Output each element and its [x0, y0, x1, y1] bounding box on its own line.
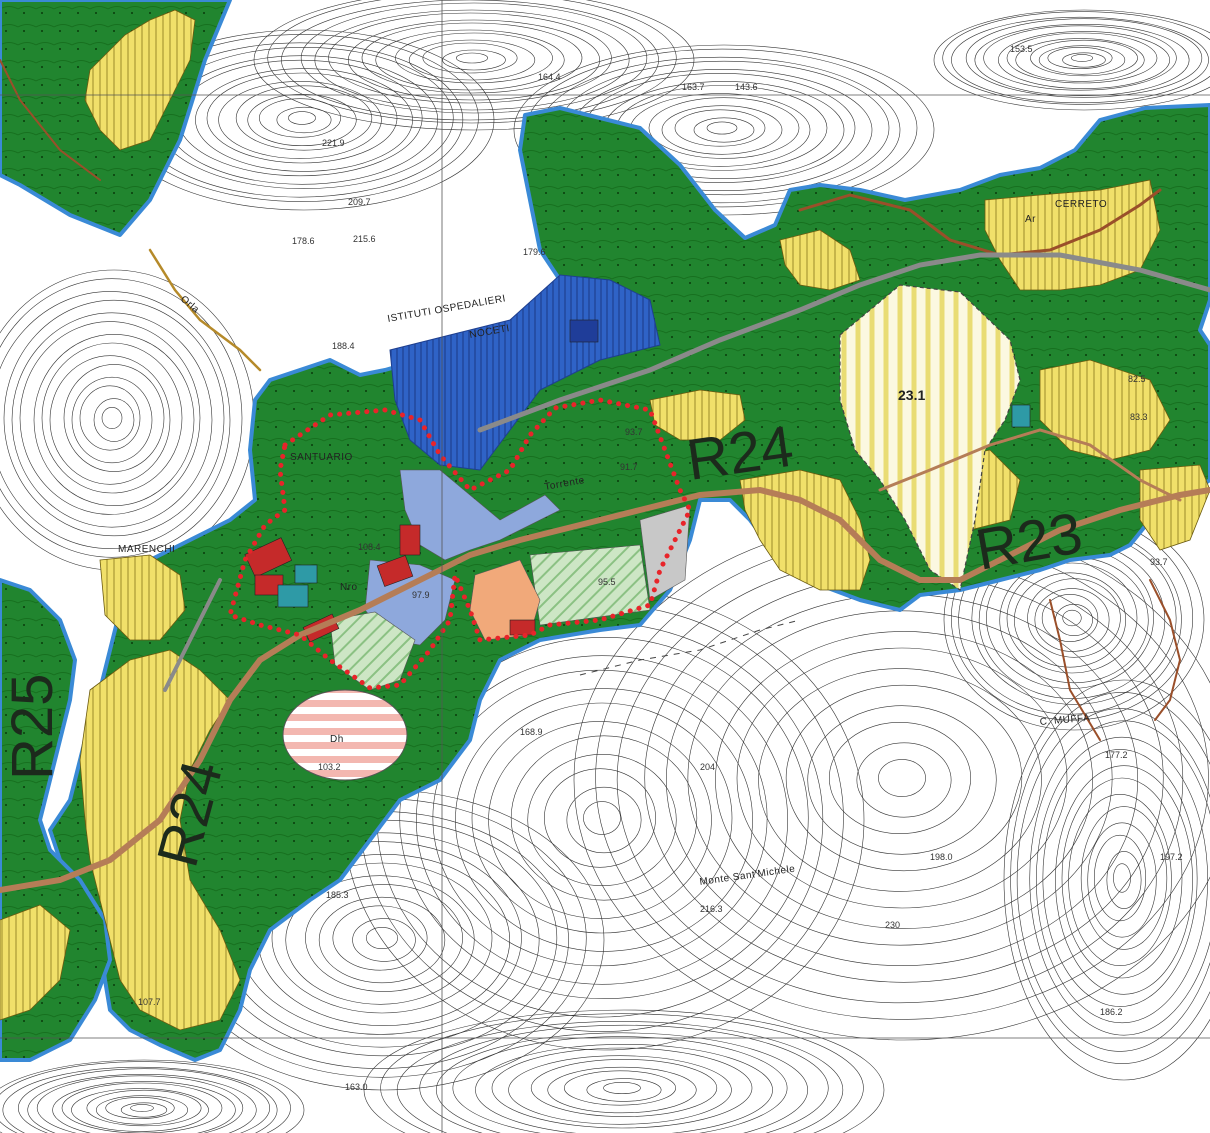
building-teal-3	[1011, 404, 1031, 428]
spot-heights: 164.4 163.7 143.6 153.5 221.9 209.7 215.6 178.6…	[138, 44, 1183, 1092]
place-cerreto: CERRETO	[1055, 199, 1107, 210]
spot-height-h10: 188.4	[332, 341, 355, 351]
road-orla	[148, 248, 262, 372]
grey-zone	[639, 504, 691, 601]
road-branch-east	[878, 428, 1182, 502]
agri-east2	[1139, 464, 1210, 551]
spot-height-h17: 168.9	[520, 727, 543, 737]
place-dh: Dh	[330, 734, 344, 745]
building-red-5	[509, 619, 536, 636]
place-ar: Ar	[1025, 214, 1036, 225]
spot-height-h16: 103.2	[318, 762, 341, 772]
agri-sw	[79, 649, 241, 1031]
road-railway	[477, 252, 1210, 433]
dh-zone	[282, 689, 408, 781]
building-teal-2	[294, 564, 318, 584]
spot-height-h21: 197.2	[1160, 852, 1183, 862]
agri-center-east	[739, 469, 871, 591]
agri-sw2	[0, 904, 71, 1021]
roads	[0, 59, 1210, 893]
zone-label-r25: R25	[0, 674, 65, 780]
spot-height-h8: 178.6	[292, 236, 315, 246]
spot-height-h22: 177.2	[1105, 750, 1128, 760]
study-area-perimeter	[226, 397, 693, 691]
zone-label-23-1: 23.1	[898, 387, 925, 403]
place-orla: Orla	[178, 294, 201, 316]
place-istituti: ISTITUTI OSPEDALIERI	[387, 293, 507, 325]
spot-height-h12: 91.7	[620, 462, 638, 472]
building-red-3	[376, 555, 414, 587]
spot-height-h1: 164.4	[538, 72, 561, 82]
spot-height-h28: 163.0	[345, 1082, 368, 1092]
spot-height-h26: 230	[885, 920, 900, 930]
building-red-1	[244, 537, 293, 578]
agri-east	[1039, 359, 1171, 461]
spot-height-h13: 108.4	[358, 542, 381, 552]
transmission-line	[579, 619, 801, 676]
spot-height-h4: 153.5	[1010, 44, 1033, 54]
spot-height-h23: 82.5	[1128, 374, 1146, 384]
spot-height-h14: 97.9	[412, 590, 430, 600]
agri-ne	[779, 229, 861, 291]
urban-green-hatch	[329, 611, 416, 691]
spot-height-h20: 186.2	[1100, 1007, 1123, 1017]
spot-height-h24: 83.3	[1130, 412, 1148, 422]
place-muffa: C. MUFFA	[1039, 713, 1090, 728]
zone-label-r24-center: R24	[683, 414, 797, 493]
spot-height-h11: 93.7	[625, 427, 643, 437]
spot-height-h6: 209.7	[348, 197, 371, 207]
urban-zones	[329, 469, 691, 691]
building-red-6	[399, 524, 421, 556]
place-nro: Nro	[340, 582, 358, 593]
spot-height-h30: 107.7	[138, 997, 161, 1007]
building-teal-1	[277, 584, 309, 608]
building-blue-1	[569, 319, 599, 343]
place-monte: Monte Sant'Michele	[699, 864, 796, 888]
spot-height-h3: 143.6	[735, 82, 758, 92]
buildings	[244, 319, 1031, 643]
road-nw	[0, 59, 101, 181]
spot-height-h27: 216.3	[700, 904, 723, 914]
agricultural-zones	[0, 9, 1210, 1031]
place-santuario: SANTUARIO	[290, 452, 353, 463]
spot-height-h18: 204	[700, 762, 715, 772]
spot-height-h2: 163.7	[682, 82, 705, 92]
agri-center	[649, 389, 746, 441]
road-west-rail	[163, 578, 222, 692]
spot-height-h5: 221.9	[322, 138, 345, 148]
agri-west	[99, 554, 186, 641]
spot-height-h15: 95.5	[598, 577, 616, 587]
spot-height-h25: 93.7	[1150, 557, 1168, 567]
spot-height-h19: 198.0	[930, 852, 953, 862]
road-muffa	[1149, 579, 1182, 721]
spot-height-h7: 215.6	[353, 234, 376, 244]
spot-height-h29: 185.3	[326, 890, 349, 900]
zone-23-1-area	[839, 284, 1021, 591]
agri-nw	[84, 9, 196, 151]
main-road	[0, 486, 1210, 893]
place-marenchi: MARENCHI	[118, 544, 175, 555]
road-muffa-2	[1049, 599, 1101, 741]
spot-height-h9: 179.6	[523, 247, 546, 257]
